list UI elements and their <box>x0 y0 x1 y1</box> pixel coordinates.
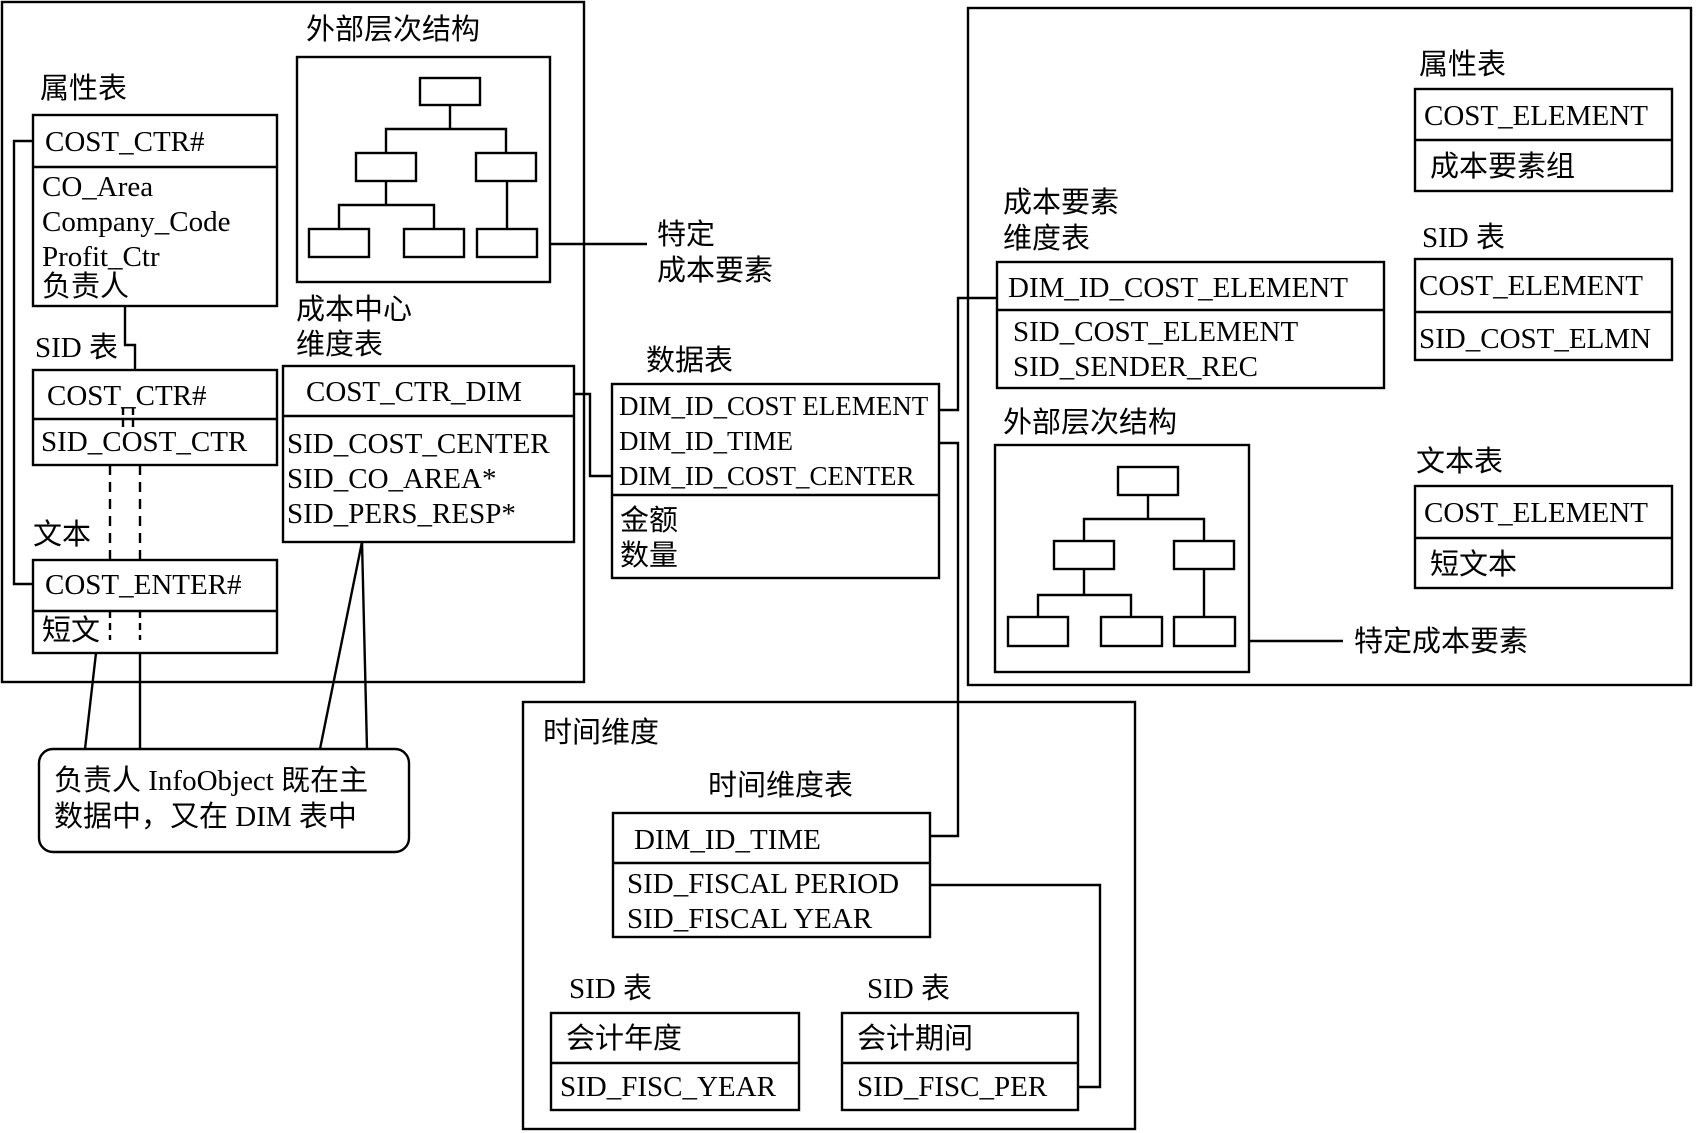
ce-sid-table <box>1413 257 1674 362</box>
cc-text-field: 短文 <box>42 615 101 647</box>
cc-hierarchy-note-line2: 成本要素 <box>657 255 774 287</box>
fact-table <box>610 382 941 580</box>
fact-measure: 数量 <box>620 540 679 572</box>
cc-sid-key: COST_CTR# <box>47 380 207 412</box>
cc-dim-field: SID_COST_CENTER <box>287 428 550 460</box>
ce-sid-title: SID 表 <box>1422 222 1505 254</box>
time-dim-table <box>611 811 932 939</box>
cc-attr-field: Company_Code <box>42 206 231 238</box>
time-group-frame <box>521 700 1137 1131</box>
ce-attr-title: 属性表 <box>1419 49 1507 81</box>
ce-hierarchy-note: 特定成本要素 <box>1354 626 1529 658</box>
fact-key: DIM_ID_TIME <box>619 426 793 456</box>
fact-key: DIM_ID_COST_CENTER <box>619 461 915 491</box>
ce-text-key: COST_ELEMENT <box>1424 497 1648 529</box>
fisc-period-sid-key: 会计期间 <box>857 1023 974 1055</box>
ce-attr-key: COST_ELEMENT <box>1424 100 1648 132</box>
cc-text-table <box>31 558 279 655</box>
ce-dim-field: SID_COST_ELEMENT <box>1013 316 1299 348</box>
fisc-year-sid-table <box>549 1011 801 1112</box>
cost-center-group-frame <box>0 0 586 684</box>
time-dim-title: 时间维度表 <box>708 770 854 802</box>
ce-dim-title-line2: 维度表 <box>1003 223 1091 255</box>
ce-hierarchy-title: 外部层次结构 <box>1003 407 1178 439</box>
ce-dim-key: DIM_ID_COST_ELEMENT <box>1008 272 1348 304</box>
cc-sid-table <box>31 368 279 467</box>
fisc-year-sid-field: SID_FISC_YEAR <box>560 1071 776 1103</box>
callout-text-line2: 数据中，又在 DIM 表中 <box>54 801 357 833</box>
ce-sid-field: SID_COST_ELMN <box>1419 323 1652 355</box>
cc-hierarchy-note-line1: 特定 <box>657 219 716 251</box>
fact-title: 数据表 <box>646 345 734 377</box>
fisc-year-sid-title: SID 表 <box>569 973 652 1005</box>
ce-dim-title-line1: 成本要素 <box>1003 187 1120 219</box>
cc-dim-table <box>281 364 576 544</box>
cc-text-key: COST_ENTER# <box>45 569 242 601</box>
fact-key: DIM_ID_COST ELEMENT <box>619 391 929 421</box>
cc-sid-title: SID 表 <box>35 332 118 364</box>
ce-attr-field: 成本要素组 <box>1430 151 1576 183</box>
cc-text-title: 文本 <box>33 519 92 551</box>
callout-box <box>37 747 411 854</box>
ce-text-field: 短文本 <box>1430 549 1518 581</box>
cc-dim-title-line2: 维度表 <box>296 329 384 361</box>
cc-dim-field: SID_PERS_RESP* <box>287 498 516 530</box>
fisc-period-sid-title: SID 表 <box>867 973 950 1005</box>
ce-text-title: 文本表 <box>1416 446 1504 478</box>
cc-attr-title: 属性表 <box>40 73 128 105</box>
fisc-year-sid-key: 会计年度 <box>566 1023 683 1055</box>
cc-dim-key: COST_CTR_DIM <box>306 376 522 408</box>
time-dim-field: SID_FISCAL PERIOD <box>627 868 900 900</box>
cc-attr-table <box>31 113 279 308</box>
cc-attr-field: CO_Area <box>42 171 154 203</box>
ce-dim-table <box>995 260 1386 390</box>
cc-sid-field: SID_COST_CTR <box>41 426 248 458</box>
time-dim-key: DIM_ID_TIME <box>634 824 821 856</box>
time-group-title: 时间维度 <box>543 717 660 749</box>
cc-hierarchy-box <box>295 55 552 284</box>
fisc-period-sid-field: SID_FISC_PER <box>857 1071 1048 1103</box>
callout-text-line1: 负责人 InfoObject 既在主 <box>54 765 369 797</box>
cc-attr-field: 负责人 <box>42 271 130 303</box>
fisc-period-sid-table <box>840 1011 1080 1112</box>
cost-element-group-frame <box>966 6 1693 687</box>
ce-sid-key: COST_ELEMENT <box>1419 270 1643 302</box>
ce-dim-field: SID_SENDER_REC <box>1013 351 1258 383</box>
time-dim-field: SID_FISCAL YEAR <box>627 903 873 935</box>
cc-dim-field: SID_CO_AREA* <box>287 463 497 495</box>
ce-hierarchy-box <box>993 443 1251 674</box>
cc-attr-field: Profit_Ctr <box>42 241 160 273</box>
cc-attr-key: COST_CTR# <box>45 126 205 158</box>
cc-hierarchy-title: 外部层次结构 <box>306 14 481 46</box>
fact-measure: 金额 <box>620 505 679 537</box>
cc-dim-title-line1: 成本中心 <box>296 294 413 326</box>
